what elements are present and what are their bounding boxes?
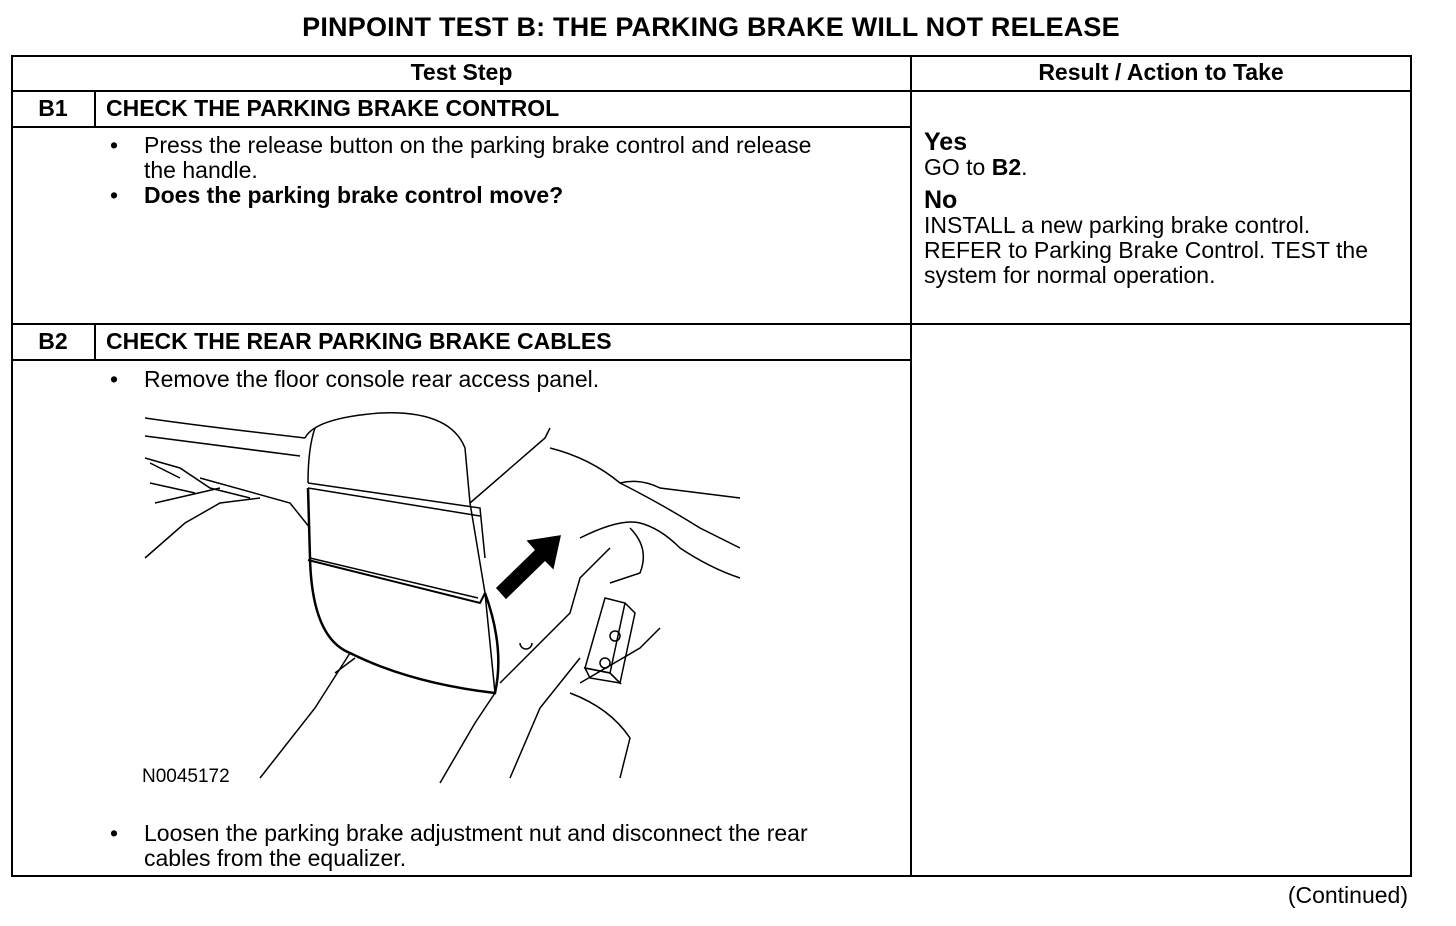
no-action: INSTALL a new parking brake control. REF… [924, 212, 1368, 288]
yes-action-target: B2 [991, 154, 1022, 180]
step-id-b1: B1 [38, 95, 68, 121]
b1-bullet-1-text: Press the release button on the parking … [144, 132, 812, 183]
yes-action: GO to B2. [924, 155, 1394, 180]
step-title-b1: CHECK THE PARKING BRAKE CONTROL [106, 95, 560, 121]
continued-label: (Continued) [1287, 882, 1408, 908]
step-title-b2: CHECK THE REAR PARKING BRAKE CABLES [106, 328, 612, 354]
yes-label: Yes [924, 128, 968, 156]
yes-action-prefix: GO to [924, 154, 992, 180]
b1-id-divider [94, 90, 96, 128]
no-label: No [924, 186, 958, 214]
b2-id-divider [94, 323, 96, 361]
b2-title-divider [11, 359, 912, 361]
bullet-icon: • [109, 820, 119, 846]
header-test-step: Test Step [410, 59, 513, 85]
bullet-icon: • [109, 132, 119, 158]
figure-id: N0045172 [142, 766, 230, 787]
console-access-panel-illustration [144, 412, 741, 784]
bullet-icon: • [109, 182, 119, 208]
page-title: PINPOINT TEST B: THE PARKING BRAKE WILL … [302, 12, 1120, 42]
header-result: Result / Action to Take [1038, 59, 1284, 85]
header-divider [11, 90, 1412, 92]
b2-bullet-2-text: Loosen the parking brake adjustment nut … [144, 820, 808, 871]
b1-title-divider [11, 126, 912, 128]
step-id-b2: B2 [38, 328, 68, 354]
bullet-icon: • [109, 366, 119, 392]
b1-row-divider [11, 323, 1412, 325]
b1-bullet-2-text: Does the parking brake control move? [144, 182, 564, 208]
column-divider [910, 55, 912, 877]
b1-results: Yes GO to B2. No INSTALL a new parking b… [924, 130, 1394, 288]
yes-action-suffix: . [1021, 154, 1028, 180]
pinpoint-test-table [11, 55, 1412, 877]
b2-bullet-1-text: Remove the floor console rear access pan… [144, 366, 600, 392]
